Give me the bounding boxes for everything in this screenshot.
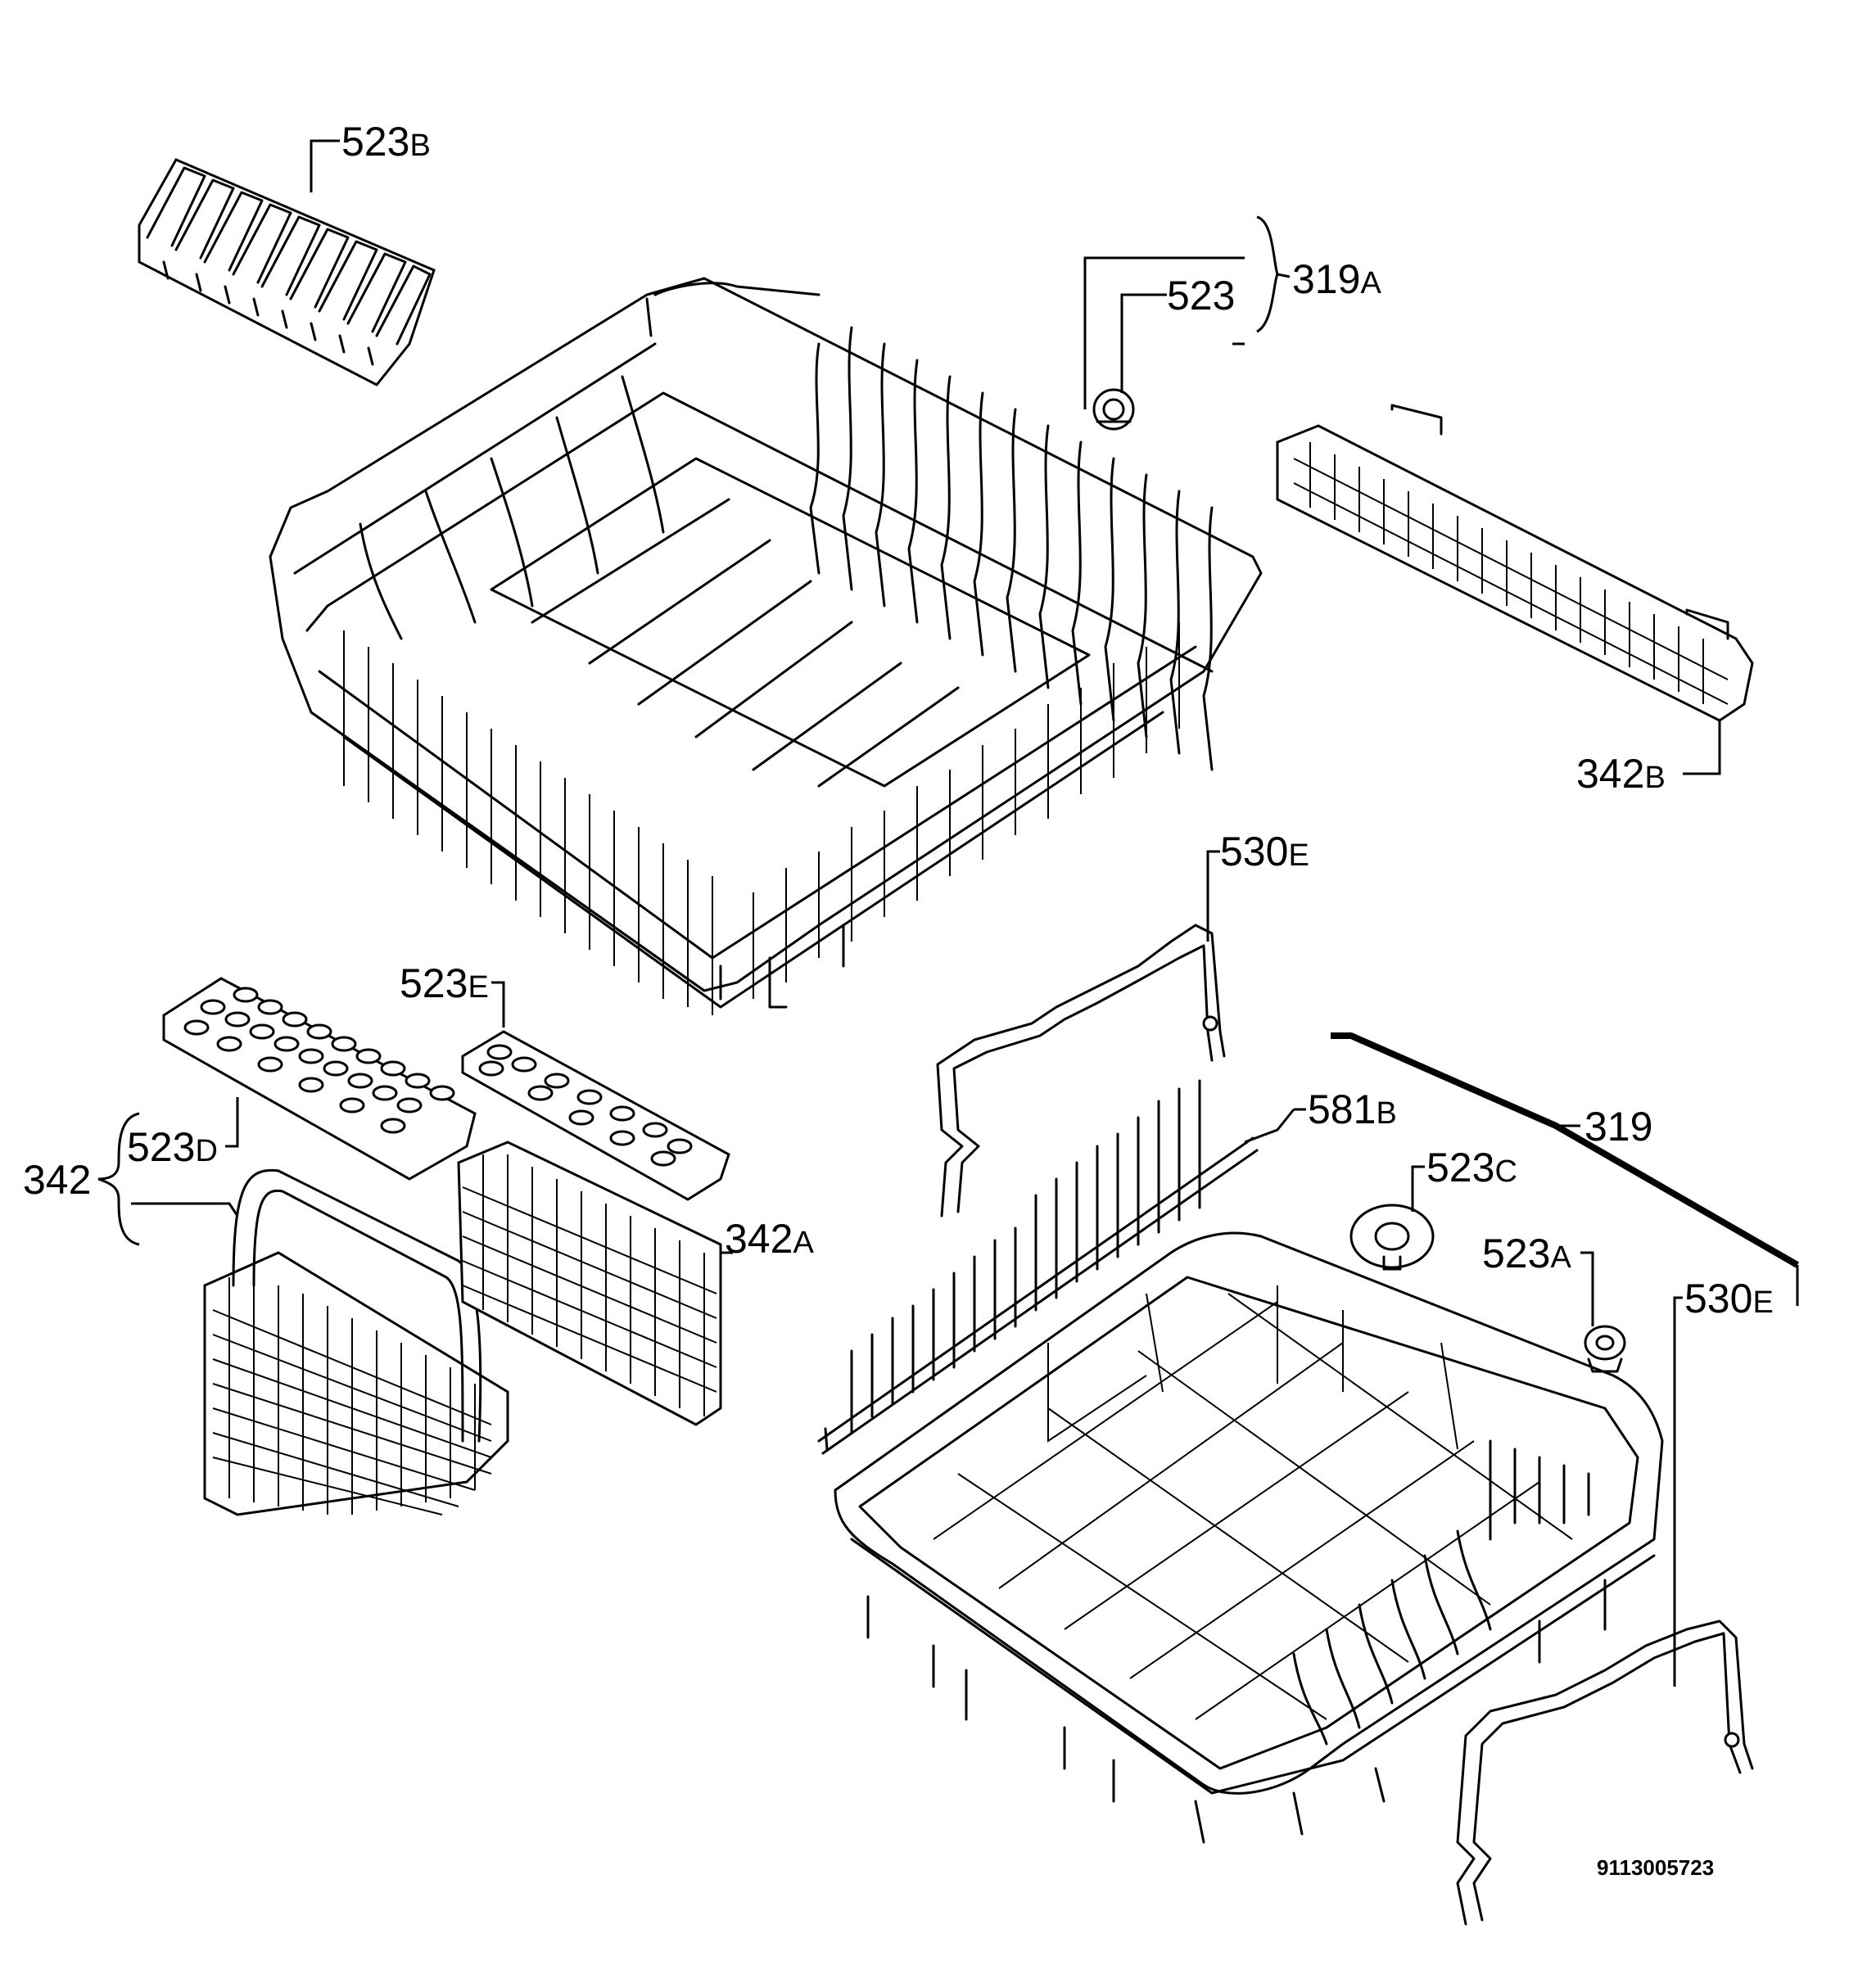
label-523d: 523D (127, 1124, 218, 1170)
leader-319-heavy (1331, 1032, 1799, 1268)
lower-dish-basket (834, 1231, 1664, 1844)
label-530e-top: 530E (1220, 829, 1309, 874)
part-530e-rail-top (936, 924, 1226, 1217)
label-581b: 581B (1308, 1086, 1397, 1132)
part-523d-grid-lid-large (162, 977, 477, 1181)
leader-523e (491, 981, 505, 1028)
label-530e-right: 530E (1684, 1276, 1774, 1321)
label-523: 523 (1167, 273, 1235, 318)
part-523b-cutlery-comb (138, 158, 436, 386)
leader-530e-top (1206, 850, 1220, 942)
label-523e: 523E (400, 960, 489, 1006)
label-523a: 523A (1482, 1231, 1571, 1276)
part-523e-grid-lid-small (461, 1030, 730, 1201)
leader-581b (1244, 1109, 1295, 1144)
part-530e-rail-right (1456, 1619, 1754, 1926)
leader-342b (1683, 720, 1721, 775)
part-labels: 523B 523 319A 342B 530E 523E 581B 319 52… (23, 119, 1774, 1880)
leader-523d (225, 1097, 239, 1148)
label-523b: 523B (341, 119, 431, 165)
bracket-319a (1256, 215, 1279, 333)
label-342: 342 (23, 1157, 91, 1203)
part-342b-cutlery-tray (1276, 404, 1754, 722)
leader-319a-top (1083, 256, 1245, 409)
part-342a-cutlery-basket-small (457, 1141, 722, 1426)
part-581b-tine-rack (817, 1079, 1259, 1455)
part-523c-wheel (1349, 1204, 1435, 1271)
upper-dish-basket (269, 277, 1263, 1015)
leader-523c (1411, 1165, 1425, 1212)
label-342a: 342A (725, 1216, 814, 1262)
part-342-cutlery-basket-handle (203, 1168, 509, 1516)
document-number: 9113005723 (1597, 1855, 1714, 1880)
part-523a-wheel (1584, 1325, 1626, 1373)
label-342b: 342B (1576, 751, 1666, 797)
leader-342-basket (131, 1202, 239, 1217)
brace-342 (97, 1112, 140, 1246)
leader-lines (97, 139, 1799, 1687)
leader-523b (310, 139, 340, 192)
label-319a: 319A (1292, 256, 1381, 302)
part-523-wheel (1092, 388, 1135, 431)
label-523c: 523C (1426, 1145, 1517, 1190)
leader-530e-right (1673, 1296, 1683, 1687)
label-319: 319 (1584, 1104, 1652, 1150)
leader-523a (1580, 1251, 1594, 1326)
leader-523 (1120, 293, 1167, 393)
